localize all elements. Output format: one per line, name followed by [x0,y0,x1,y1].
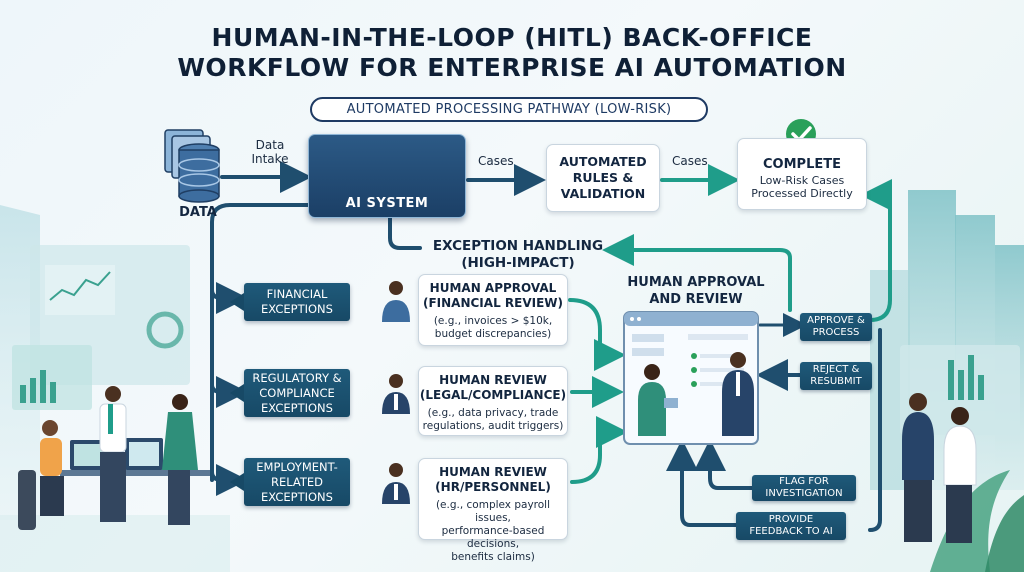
approve-process-box: APPROVE & PROCESS [800,313,872,341]
connectors [210,161,893,532]
left-scenery [0,205,230,572]
financial-review-desc: (e.g., invoices > $10k, budget discrepan… [433,315,553,340]
financial-exceptions-box: FINANCIAL EXCEPTIONS [230,283,350,321]
legal-review-desc: (e.g., data privacy, trade regulations, … [422,407,564,432]
approval-screen-illustration [623,311,759,445]
hr-review-box: HUMAN REVIEW (HR/PERSONNEL) (e.g., compl… [418,458,568,563]
office-workers-illustration [18,386,210,530]
automated-rules-box: AUTOMATED RULES & VALIDATION [546,144,660,212]
hr-review-desc: (e.g., complex payroll issues, performan… [435,499,551,563]
complete-box: COMPLETE Low-Risk Cases Processed Direct… [737,138,867,210]
complete-desc: Low-Risk Cases Processed Directly [751,174,853,200]
regulatory-exceptions-box: REGULATORY & COMPLIANCE EXCEPTIONS [230,369,350,417]
reject-resubmit-box: REJECT & RESUBMIT [800,362,872,390]
cases-label-2: Cases [672,154,708,168]
complete-title: COMPLETE [763,157,841,172]
human-approval-label: HUMAN APPROVAL AND REVIEW [627,275,765,307]
data-label: DATA [179,205,217,220]
database-icon [164,129,220,203]
feedback-to-ai-box: PROVIDE FEEDBACK TO AI [736,512,846,540]
exception-handling-label: EXCEPTION HANDLING (HIGH-IMPACT) [432,238,604,271]
reviewer-avatars [382,281,410,504]
hr-review-title: HUMAN REVIEW (HR/PERSONNEL) [435,465,551,494]
data-intake-label: Data Intake [251,138,289,166]
employment-exceptions-box: EMPLOYMENT- RELATED EXCEPTIONS [230,458,350,506]
title-line-2: WORKFLOW FOR ENTERPRISE AI AUTOMATION [177,53,847,82]
legal-review-box: HUMAN REVIEW (LEGAL/COMPLIANCE) (e.g., d… [418,366,568,436]
pathway-label: AUTOMATED PROCESSING PATHWAY (LOW-RISK) [310,97,708,122]
title-line-1: HUMAN-IN-THE-LOOP (HITL) BACK-OFFICE [211,23,813,52]
cases-label-1: Cases [478,154,514,168]
financial-review-title: HUMAN APPROVAL (FINANCIAL REVIEW) [422,281,563,310]
right-team-illustration [902,393,977,543]
legal-review-title: HUMAN REVIEW (LEGAL/COMPLIANCE) [419,373,567,402]
ai-system-box [308,134,466,218]
ai-system-label: AI SYSTEM [345,196,429,211]
flag-investigation-box: FLAG FOR INVESTIGATION [752,475,856,501]
financial-review-box: HUMAN APPROVAL (FINANCIAL REVIEW) (e.g.,… [418,274,568,346]
